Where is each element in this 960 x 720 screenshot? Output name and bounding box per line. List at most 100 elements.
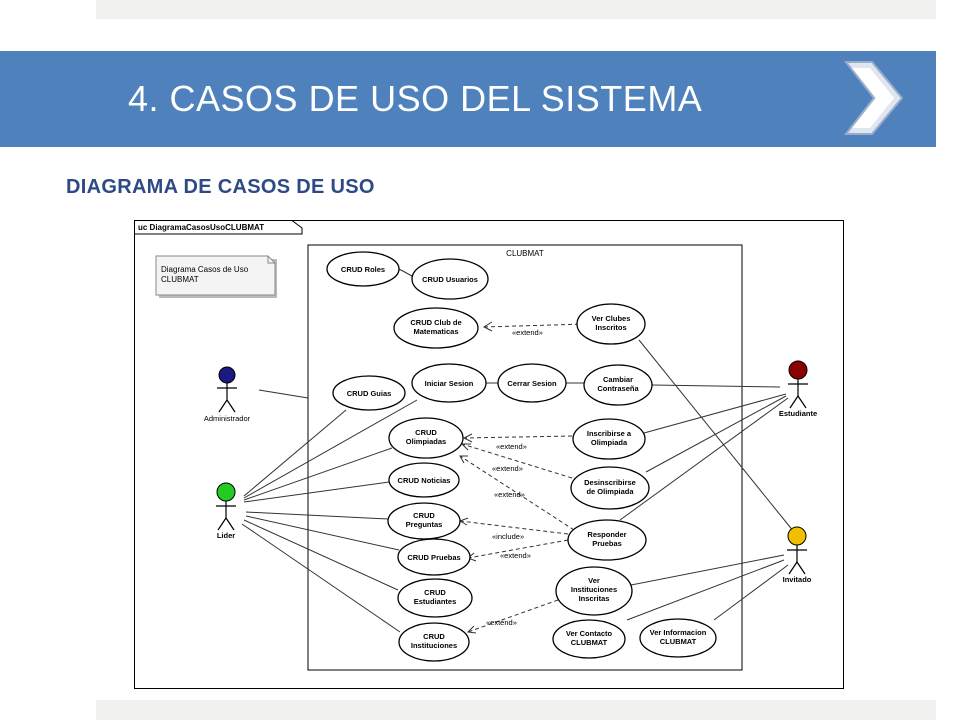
label-extend-instituciones: «extend»: [486, 618, 517, 627]
frame-tab: [134, 220, 303, 235]
inscribirse-label-2: Olimpiada: [591, 438, 628, 447]
estudiante-head-icon: [788, 360, 808, 380]
crud-club-label-1: CRUD Club de: [410, 318, 461, 327]
frame-label: uc DiagramaCasosUsoCLUBMAT: [138, 223, 264, 232]
use-case-labels: CRUD Roles CRUD Usuarios CRUD Club de Ma…: [341, 265, 707, 650]
use-case-cerrar-sesion: [497, 363, 567, 403]
use-case-ver-instituciones: [555, 566, 633, 616]
lider-label: Lider: [217, 531, 235, 540]
ver-instituciones-label-1: Ver: [588, 576, 600, 585]
responder-pruebas-label-1: Responder: [587, 530, 626, 539]
crud-estudiantes-label-2: Estudiantes: [414, 597, 457, 606]
crud-instituciones-label-1: CRUD: [423, 632, 445, 641]
assoc-verinst-invitado: [630, 554, 785, 586]
invitado-label: Invitado: [783, 575, 812, 584]
assoc-lider-pruebas: [245, 515, 400, 551]
assoc-verclubes-invitado: [638, 339, 795, 533]
label-extend-pruebas: «extend»: [500, 551, 531, 560]
label-include-preguntas: «include»: [492, 532, 524, 541]
chevron-right-icon: [843, 61, 904, 135]
actor-invitado: Invitado: [783, 526, 812, 584]
ver-informacion-label-1: Ver Informacion: [650, 628, 707, 637]
arrowhead-olimpiadas-3: [459, 455, 468, 464]
crud-instituciones-label-2: Instituciones: [411, 641, 457, 650]
crud-roles-label: CRUD Roles: [341, 265, 385, 274]
use-case-desinscribirse: [570, 466, 650, 510]
use-case-crud-club: [393, 307, 479, 349]
crud-guias-label: CRUD Guias: [347, 389, 392, 398]
use-case-diagram: uc DiagramaCasosUsoCLUBMAT CLUBMAT Diagr…: [134, 220, 844, 689]
dep-verclubes-club: [483, 323, 587, 328]
label-extend-desinscribirse: «extend»: [492, 464, 523, 473]
use-case-iniciar-sesion: [411, 363, 487, 403]
arrowhead-club: [482, 321, 493, 332]
responder-pruebas-label-2: Pruebas: [592, 539, 622, 548]
actor-lider: Lider: [216, 482, 236, 540]
lider-head-icon: [216, 482, 236, 502]
administrador-label: Administrador: [204, 414, 251, 423]
assoc-lider-estudiantes: [243, 519, 399, 591]
desinscribirse-label-1: Desinscribirse: [584, 478, 636, 487]
crud-club-label-2: Matematicas: [413, 327, 458, 336]
crud-usuarios-label: CRUD Usuarios: [422, 275, 478, 284]
label-extend-responder: «extend»: [494, 490, 525, 499]
use-case-inscribirse: [572, 418, 646, 460]
system-boundary: [307, 244, 743, 671]
crud-estudiantes-label-1: CRUD: [424, 588, 446, 597]
slide-title: 4. CASOS DE USO DEL SISTEMA: [128, 78, 703, 119]
use-case-crud-roles: [326, 251, 400, 287]
ver-clubes-label-1: Ver Clubes: [592, 314, 631, 323]
use-case-crud-olimpiadas: [388, 417, 464, 459]
assoc-lider-preguntas: [245, 511, 389, 520]
arrowhead-instituciones: [466, 625, 477, 634]
dep-responder-pruebas: [467, 539, 569, 559]
crud-noticias-label: CRUD Noticias: [398, 476, 451, 485]
administrador-head-icon: [218, 366, 236, 384]
assoc-admin-system: [258, 389, 309, 399]
inscribirse-label-1: Inscribirse a: [587, 429, 632, 438]
label-extend-inscribirse: «extend»: [496, 442, 527, 451]
ver-clubes-label-2: Inscritos: [595, 323, 626, 332]
dep-desinscribirse-olimpiadas: [461, 443, 573, 479]
crud-olimpiadas-label-2: Olimpiadas: [406, 437, 446, 446]
ver-contacto-label-1: Ver Contacto: [566, 629, 613, 638]
assoc-lider-guias: [243, 409, 347, 497]
ver-contacto-label-2: CLUBMAT: [571, 638, 608, 647]
iniciar-sesion-label: Iniciar Sesion: [425, 379, 474, 388]
use-case-crud-estudiantes: [397, 578, 473, 618]
use-case-ver-contacto: [552, 619, 626, 659]
dependencies: [459, 323, 587, 633]
estudiante-label: Estudiante: [779, 409, 817, 418]
use-case-crud-instituciones: [398, 622, 470, 662]
dep-verinst-instituciones: [467, 599, 559, 633]
assoc-lider-iniciar: [243, 399, 418, 499]
assoc-cambiar-estudiante: [651, 384, 781, 388]
use-case-ver-clubes: [576, 303, 646, 345]
actor-estudiante: Estudiante: [779, 360, 817, 418]
associations: [241, 268, 795, 633]
note-line-2: CLUBMAT: [161, 275, 199, 284]
ver-informacion-label-2: CLUBMAT: [660, 637, 697, 646]
use-case-crud-noticias: [388, 462, 460, 498]
note-line-1: Diagrama Casos de Uso: [161, 265, 249, 274]
system-label: CLUBMAT: [506, 249, 544, 258]
assoc-inscribirse-estudiante: [643, 393, 787, 434]
bottom-decor-bar: [96, 700, 936, 720]
label-extend-verclubes: «extend»: [512, 328, 543, 337]
cambiar-contrasena-label-1: Cambiar: [603, 375, 633, 384]
ver-instituciones-label-3: Inscritas: [579, 594, 610, 603]
assoc-vercontacto-invitado: [626, 559, 785, 621]
assoc-roles-usuarios: [398, 268, 413, 277]
note-fold: [267, 256, 275, 264]
crud-preguntas-label-1: CRUD: [413, 511, 435, 520]
assoc-verinfo-invitado: [713, 564, 789, 621]
arrowhead-olimpiadas-1: [462, 433, 473, 443]
cambiar-contrasena-label-2: Contraseña: [597, 384, 639, 393]
use-case-crud-guias: [332, 375, 406, 411]
crud-pruebas-label: CRUD Pruebas: [407, 553, 460, 562]
use-case-ellipses: [326, 251, 717, 662]
ver-instituciones-label-2: Instituciones: [571, 585, 617, 594]
crud-preguntas-label-2: Preguntas: [406, 520, 443, 529]
desinscribirse-label-2: de Olimpiada: [586, 487, 634, 496]
assoc-desinscribirse-estudiante: [645, 395, 787, 473]
